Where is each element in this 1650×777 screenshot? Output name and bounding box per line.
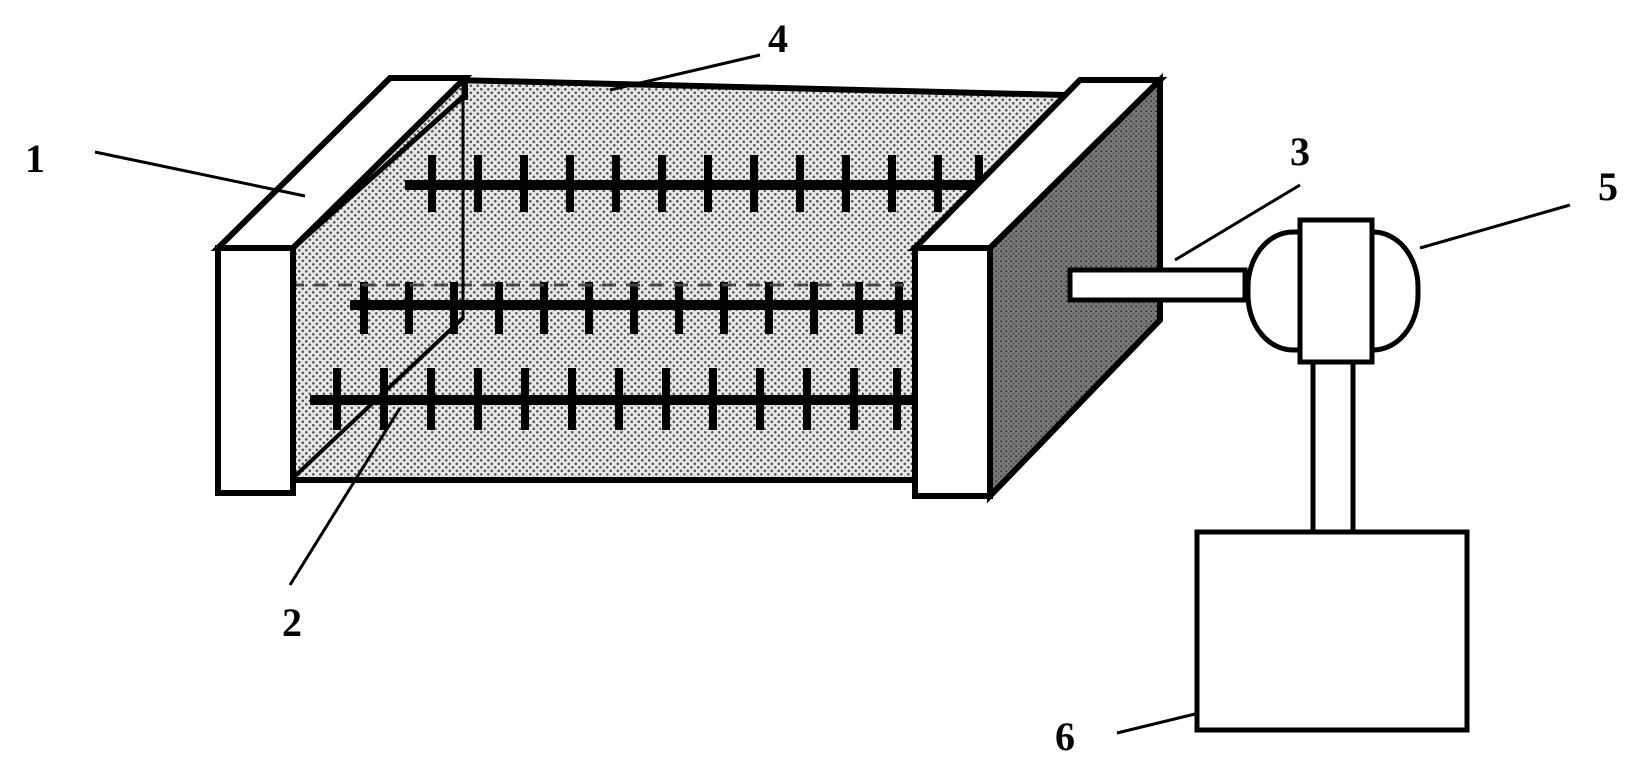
lower-paddles: [333, 368, 901, 430]
leader-5: [1419, 203, 1571, 250]
label-3: 3: [1290, 129, 1310, 174]
label-1: 1: [25, 136, 45, 181]
middle-shaft: [350, 300, 920, 310]
label-5: 5: [1598, 164, 1618, 209]
lower-shaft: [310, 395, 920, 405]
leader-1: [94, 150, 306, 198]
upper-shaft: [405, 180, 1005, 190]
motor-column: [1310, 359, 1356, 535]
label-2: 2: [282, 600, 302, 645]
leader-2: [288, 407, 402, 586]
trough-top-face: [290, 80, 1065, 245]
middle-paddles: [360, 282, 903, 334]
label-6: 6: [1055, 714, 1075, 759]
coupling: [1245, 217, 1421, 365]
leader-4: [609, 53, 761, 92]
motor-box: [1194, 529, 1470, 733]
number-labels: 1 2 3 4 5 6: [25, 16, 1618, 759]
leader-3: [1174, 183, 1301, 262]
trough-front-face: [288, 240, 916, 480]
leader-6: [1116, 712, 1196, 735]
left-end-panel: [210, 75, 473, 496]
leader-lines: [94, 53, 1571, 735]
stirring-shafts: [290, 155, 1005, 430]
drive-shaft: [1067, 267, 1248, 303]
label-4: 4: [768, 16, 788, 61]
